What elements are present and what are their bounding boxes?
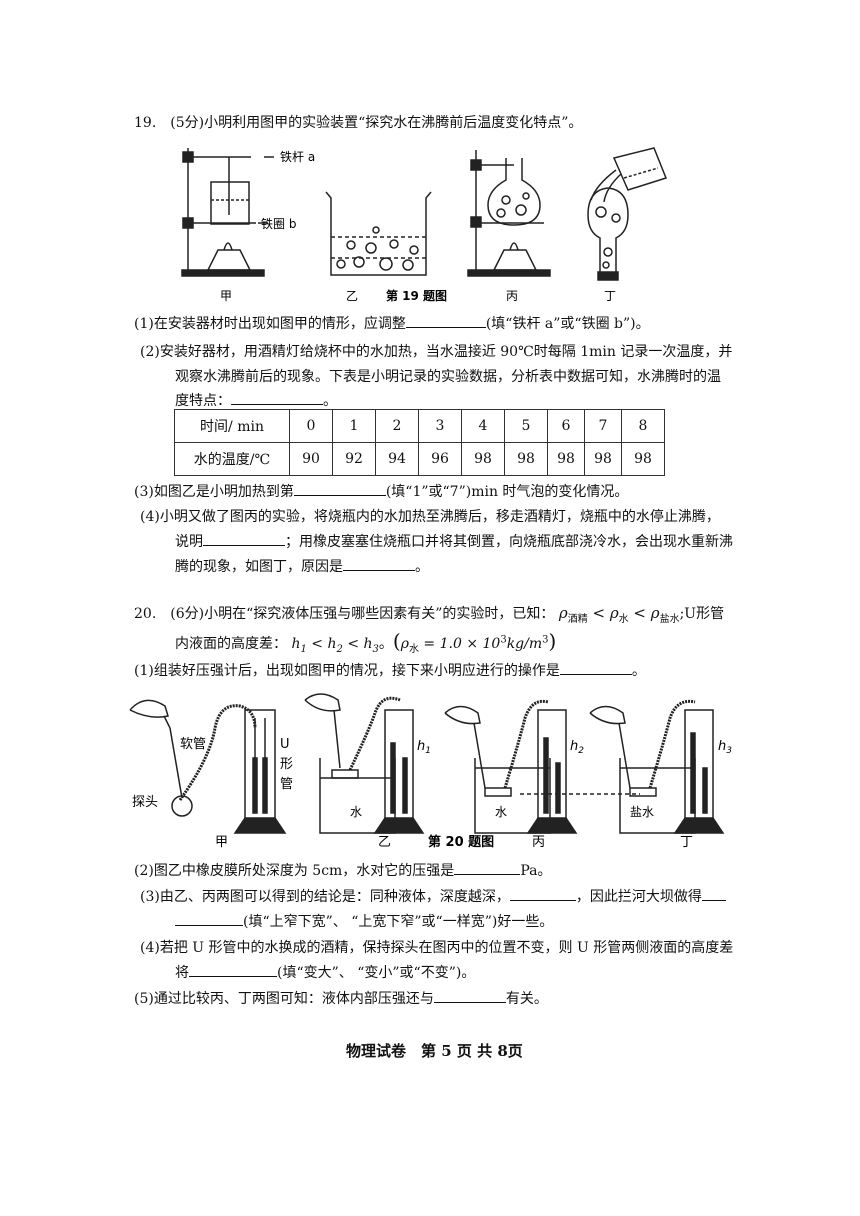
q19-figure: 铁杆 a 铁圈 b 甲 乙 第 19 题图 丙 丁 bbox=[181, 147, 667, 303]
u-label-1: U bbox=[280, 737, 290, 752]
answer-blank[interactable] bbox=[701, 886, 726, 901]
page-footer: 物理试卷 第 5 页 共 8页 bbox=[346, 1042, 523, 1060]
table-cell: 1 bbox=[332, 409, 376, 443]
water-label-1: 水 bbox=[350, 805, 362, 819]
table-cell: 7 bbox=[584, 409, 622, 443]
q19-p2-line3: 度特点：。 bbox=[175, 390, 337, 410]
fig20-yi: 乙 bbox=[378, 835, 391, 850]
fig19-yi: 乙 bbox=[346, 289, 358, 303]
table-row: 时间/ min 0 1 2 3 4 5 6 7 8 bbox=[174, 409, 665, 443]
h3-label: h3 bbox=[718, 739, 732, 756]
q20-p4-line2: 将(填“变大”、 “变小”或“不变”)。 bbox=[175, 962, 475, 982]
table-header-time: 时间/ min bbox=[174, 409, 290, 443]
table-cell: 3 bbox=[418, 409, 462, 443]
q20-line2: 内液面的高度差： h1 < h2 < h3。(ρ水 = 1.0 × 103kg/… bbox=[175, 629, 557, 655]
q20-p4-line1: (4)若把 U 形管中的水换成的酒精，保持探头在图丙中的位置不变，则 U 形管两… bbox=[140, 940, 734, 956]
table-cell: 8 bbox=[621, 409, 665, 443]
q20-p5: (5)通过比较丙、丁两图可知：液体内部压强还与有关。 bbox=[134, 988, 548, 1008]
table-cell: 0 bbox=[289, 409, 333, 443]
fig20-bing: 丙 bbox=[532, 835, 545, 850]
table-cell: 5 bbox=[504, 409, 548, 443]
answer-blank[interactable] bbox=[343, 556, 415, 571]
answer-blank[interactable] bbox=[293, 481, 386, 496]
q19-p2-line2: 观察水沸腾前后的现象。下表是小明记录的实验数据，分析表中数据可知，水沸腾时的温 bbox=[175, 369, 721, 385]
q19-p2-line1: (2)安装好器材，用酒精灯给烧杯中的水加热，当水温接近 90℃时每隔 1min … bbox=[140, 344, 733, 360]
answer-blank[interactable] bbox=[433, 988, 506, 1003]
soft-tube-label: 软管 bbox=[180, 737, 206, 752]
answer-blank[interactable] bbox=[559, 660, 632, 675]
table-cell: 92 bbox=[332, 442, 376, 476]
q19-header: 19. (5分)小明利用图甲的实验装置“探究水在沸腾前后温度变化特点”。 bbox=[134, 115, 583, 131]
h2-label: h2 bbox=[570, 739, 584, 756]
q20-p1: (1)组装好压强计后，出现如图甲的情况，接下来小明应进行的操作是。 bbox=[134, 660, 646, 680]
answer-blank[interactable] bbox=[405, 313, 486, 328]
q19-p4-line1: (4)小明又做了图丙的实验，将烧瓶内的水加热至沸腾后，移走酒精灯，烧瓶中的水停止… bbox=[140, 509, 720, 525]
fig19-jia: 甲 bbox=[220, 289, 232, 303]
answer-blank[interactable] bbox=[454, 860, 521, 875]
table-cell: 98 bbox=[547, 442, 585, 476]
q20-figure: 软管 U 形 管 探头 水 水 盐水 h1 h2 h3 甲 乙 第 20 题图 … bbox=[129, 693, 732, 850]
salt-water-label: 盐水 bbox=[630, 805, 654, 819]
q20-header: 20. (6分)小明在“探究液体压强与哪些因素有关”的实验时，已知： ρ酒精 <… bbox=[134, 604, 725, 625]
q20-p3-line1: (3)由乙、丙两图可以得到的结论是：同种液体，深度越深，，因此拦河大坝做得 bbox=[140, 886, 726, 906]
fig20-jia: 甲 bbox=[215, 835, 228, 850]
table-cell: 98 bbox=[461, 442, 505, 476]
fig19-ding: 丁 bbox=[604, 289, 616, 303]
table-cell: 94 bbox=[375, 442, 419, 476]
table-cell: 4 bbox=[461, 409, 505, 443]
q19-p4-line3: 腾的现象，如图丁，原因是。 bbox=[175, 556, 429, 576]
table-row: 水的温度/℃ 90 92 94 96 98 98 98 98 98 bbox=[174, 442, 665, 476]
ring-b-label: 铁圈 b bbox=[261, 217, 296, 231]
u-label-2: 形 bbox=[280, 757, 293, 772]
table-cell: 98 bbox=[584, 442, 622, 476]
table-cell: 96 bbox=[418, 442, 462, 476]
rod-a-label: 铁杆 a bbox=[280, 150, 315, 164]
q19-p1: (1)在安装器材时出现如图甲的情形，应调整(填“铁杆 a”或“铁圈 b”)。 bbox=[134, 313, 650, 333]
q19-p4-line2: 说明；用橡皮塞塞住烧瓶口并将其倒置，向烧瓶底部浇冷水，会出现水重新沸 bbox=[175, 531, 733, 551]
u-label-3: 管 bbox=[280, 777, 293, 792]
answer-blank[interactable] bbox=[189, 962, 277, 977]
table-cell: 98 bbox=[621, 442, 665, 476]
table-cell: 6 bbox=[547, 409, 585, 443]
table-cell: 98 bbox=[504, 442, 548, 476]
table-cell: 90 bbox=[289, 442, 333, 476]
answer-blank[interactable] bbox=[509, 886, 576, 901]
probe-label: 探头 bbox=[132, 795, 158, 810]
q20-p3-line2: (填“上窄下宽”、 “上宽下窄”或“一样宽”)好一些。 bbox=[175, 911, 553, 931]
temperature-table: 时间/ min 0 1 2 3 4 5 6 7 8 水的温度/℃ 90 92 9… bbox=[174, 409, 665, 476]
table-header-temp: 水的温度/℃ bbox=[174, 442, 290, 476]
water-label-2: 水 bbox=[495, 805, 507, 819]
h1-label: h1 bbox=[417, 739, 431, 756]
answer-blank[interactable] bbox=[203, 531, 285, 546]
table-cell: 2 bbox=[375, 409, 419, 443]
fig19-bing: 丙 bbox=[506, 289, 518, 303]
answer-blank[interactable] bbox=[231, 390, 323, 405]
q19-p3: (3)如图乙是小明加热到第(填“1”或“7”)min 时气泡的变化情况。 bbox=[134, 481, 628, 501]
answer-blank[interactable] bbox=[175, 911, 243, 926]
fig20-caption: 第 20 题图 bbox=[428, 834, 494, 850]
fig20-ding: 丁 bbox=[680, 835, 693, 850]
fig19-caption: 第 19 题图 bbox=[386, 288, 447, 303]
